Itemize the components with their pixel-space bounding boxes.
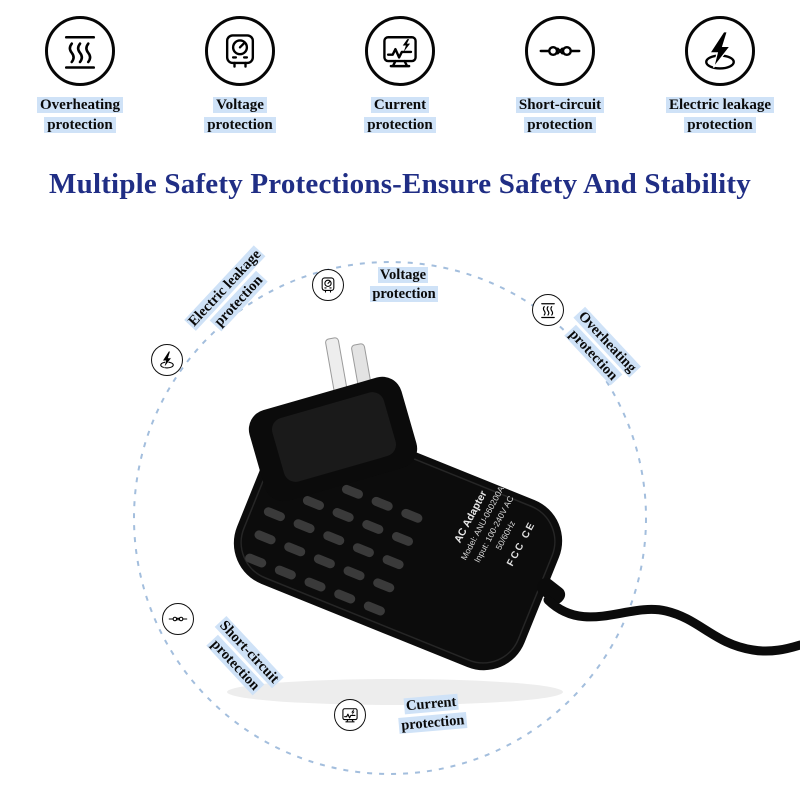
features-row: Overheating protection Voltage protectio… — [0, 16, 800, 135]
feature-overheating: Overheating protection — [0, 16, 160, 135]
ring-label-voltage: Voltage protection — [370, 267, 438, 302]
ac-adapter-image: AC Adapter Model: ANU-060200A Input: 100… — [227, 337, 800, 705]
ring-overheating-icon — [532, 294, 564, 326]
electric-leakage-bolt-icon — [685, 16, 755, 86]
current-monitor-icon — [365, 16, 435, 86]
dashed-ring — [133, 261, 647, 775]
page-title: Multiple Safety Protections-Ensure Safet… — [49, 168, 751, 200]
heat-waves-icon — [45, 16, 115, 86]
short-circuit-icon — [525, 16, 595, 86]
plug-base — [248, 376, 418, 502]
feature-label: Short-circuit protection — [504, 95, 616, 135]
feature-label: Overheating protection — [24, 95, 136, 135]
feature-label: Current protection — [344, 95, 456, 135]
ring-electric-leakage-icon — [151, 344, 183, 376]
feature-label: Voltage protection — [184, 95, 296, 135]
feature-current: Current protection — [320, 16, 480, 135]
feature-label: Electric leakage protection — [650, 95, 790, 135]
ring-voltage-icon — [312, 269, 344, 301]
feature-voltage: Voltage protection — [160, 16, 320, 135]
power-cable — [543, 595, 800, 656]
ring-current-icon — [334, 699, 366, 731]
feature-short-circuit: Short-circuit protection — [480, 16, 640, 135]
feature-electric-leakage: Electric leakage protection — [640, 16, 800, 135]
ring-short-circuit-icon — [162, 603, 194, 635]
voltage-meter-icon — [205, 16, 275, 86]
